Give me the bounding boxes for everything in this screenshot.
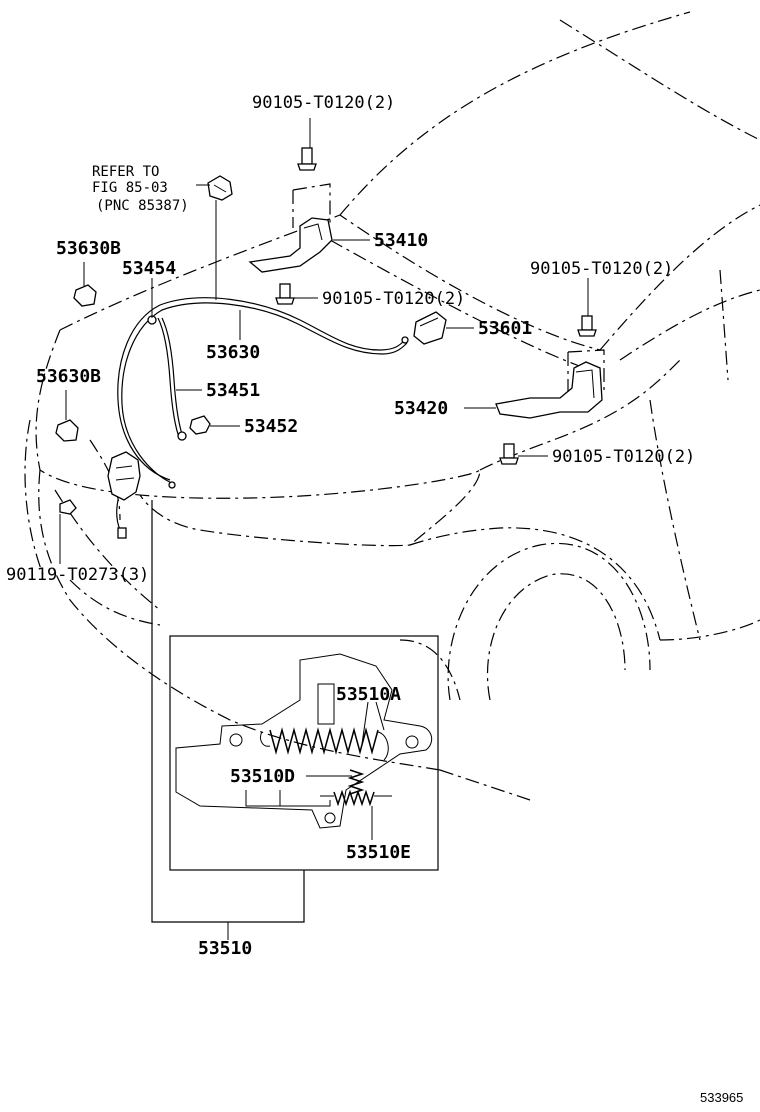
clip-lower: [55, 419, 79, 442]
label-refer-line3: (PNC 85387): [96, 198, 189, 214]
lever-53601: [413, 311, 447, 345]
refer-clip: [207, 175, 233, 201]
prop-rod: [147, 315, 187, 441]
hood-lock-installed: [59, 451, 141, 539]
label-rod-support: 53454: [122, 258, 176, 279]
label-prop-rod: 53451: [206, 380, 260, 401]
part-labels: 90105-T0120(2) REFER TO FIG 85-03 (PNC 8…: [6, 93, 743, 1105]
label-bolt-hinge-top: 90105-T0120(2): [252, 93, 395, 113]
vehicle-body-outline: [24, 11, 760, 801]
hinge-left: [248, 147, 333, 305]
label-refer-line2: FIG 85-03: [92, 180, 168, 196]
label-spring-a: 53510A: [336, 684, 401, 705]
rod-holder: [189, 415, 211, 435]
label-spring-e: 53510E: [346, 842, 411, 863]
label-hinge-right: 53420: [394, 398, 448, 419]
label-hinge-left: 53410: [374, 230, 428, 251]
clip-upper: [73, 284, 97, 307]
release-cable: [117, 297, 409, 489]
label-clip-lower: 53630B: [36, 366, 101, 387]
label-lever-53601: 53601: [478, 318, 532, 339]
leader-lines: [59, 118, 589, 564]
lock-assembly-bracket: [151, 500, 305, 940]
hinge-right: [495, 315, 605, 465]
detail-box: [169, 635, 439, 871]
label-spring-d: 53510D: [230, 766, 295, 787]
label-rod-holder: 53452: [244, 416, 298, 437]
label-release-cable: 53630: [206, 342, 260, 363]
label-bolt-hinge-right-top: 90105-T0120(2): [530, 259, 673, 279]
label-bolt-hinge-left-lower: 90105-T0120(2): [322, 289, 465, 309]
label-bolt-hinge-right-lower: 90105-T0120(2): [552, 447, 695, 467]
label-refer-line1: REFER TO: [92, 164, 159, 180]
label-lock-assy: 53510: [198, 938, 252, 959]
label-bolt-lock: 90119-T0273(3): [6, 565, 149, 585]
label-clip-upper: 53630B: [56, 238, 121, 259]
label-footer-code: 533965: [700, 1090, 743, 1105]
